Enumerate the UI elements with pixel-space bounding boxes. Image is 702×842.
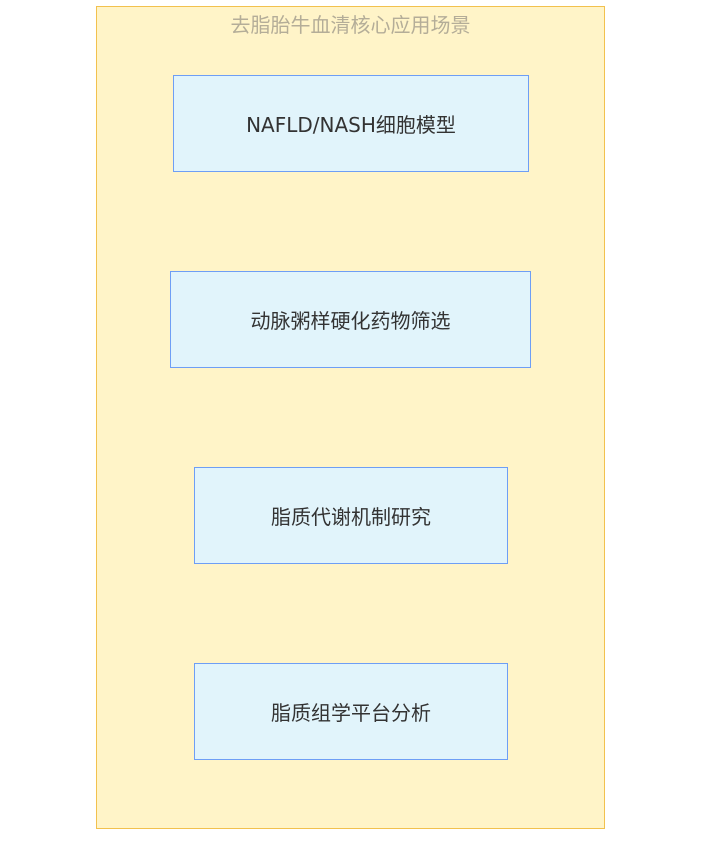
node-label: 脂质代谢机制研究 [271, 505, 431, 529]
node-lipidomics-platform-analysis[interactable]: 脂质组学平台分析 [194, 663, 508, 760]
node-label: NAFLD/NASH细胞模型 [246, 113, 456, 137]
node-atherosclerosis-drug-screening[interactable]: 动脉粥样硬化药物筛选 [170, 271, 531, 368]
node-label: 动脉粥样硬化药物筛选 [250, 309, 451, 333]
node-label: 脂质组学平台分析 [271, 701, 431, 725]
group-title: 去脂胎牛血清核心应用场景 [230, 13, 471, 37]
node-nafld-nash-cell-model[interactable]: NAFLD/NASH细胞模型 [173, 75, 529, 172]
node-lipid-metabolism-research[interactable]: 脂质代谢机制研究 [194, 467, 508, 564]
